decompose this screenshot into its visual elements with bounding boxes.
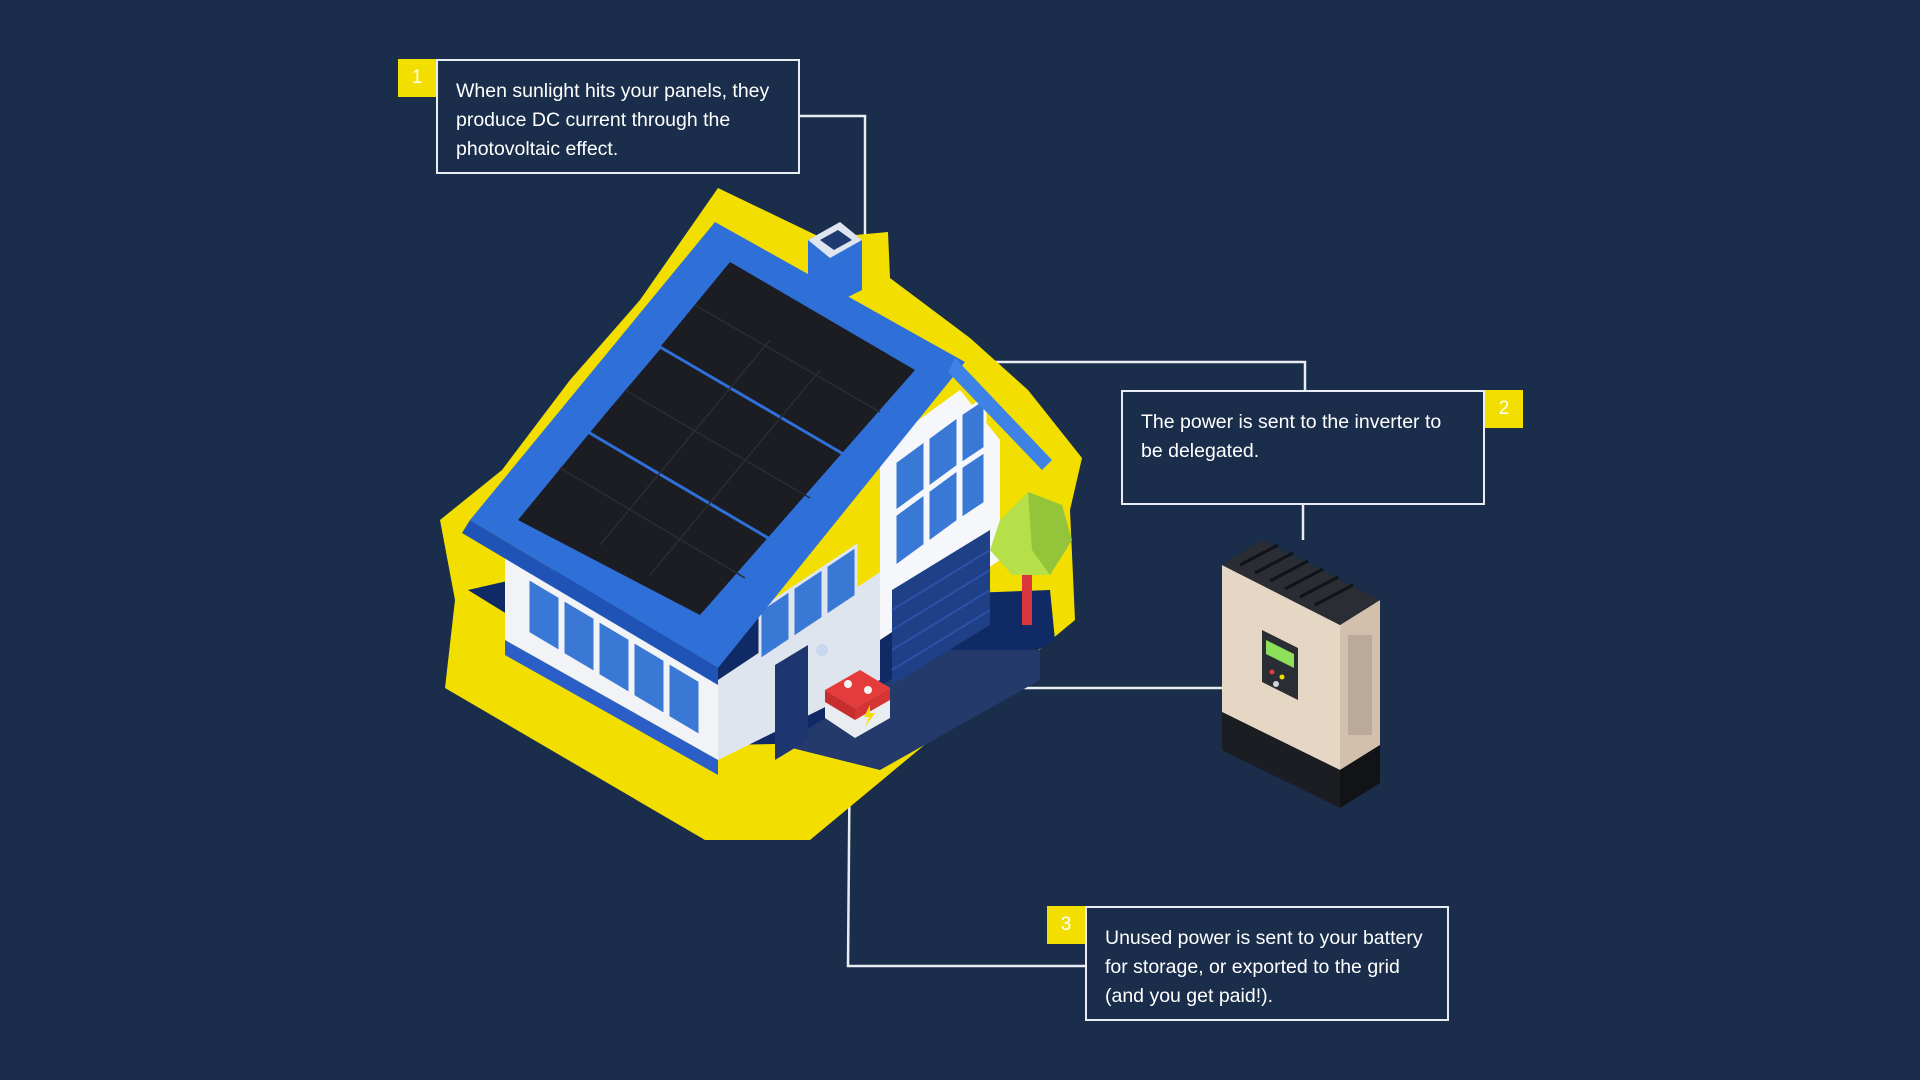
tree-trunk <box>1022 565 1032 625</box>
inverter-side-vent <box>1348 635 1372 735</box>
gable-roof-edge <box>948 358 1052 470</box>
inverter-top <box>1222 540 1380 625</box>
step-1-badge: 1 <box>398 59 436 97</box>
inverter-illustration <box>1222 540 1380 808</box>
solar-panels <box>518 262 915 615</box>
step-1-callout: When sunlight hits your panels, they pro… <box>436 59 800 174</box>
inverter-bottom-side <box>1340 745 1380 808</box>
porch-light <box>816 644 828 656</box>
solar-panel-grid <box>586 345 846 544</box>
inverter-vent-top <box>1239 543 1354 607</box>
front-door <box>775 645 808 760</box>
battery-icon <box>825 670 890 738</box>
step-2-badge: 2 <box>1485 390 1523 428</box>
tree-canopy-shade <box>1028 492 1072 575</box>
garage-door-lines <box>891 549 991 671</box>
roof-edge <box>462 520 718 685</box>
ground-path <box>780 650 1040 770</box>
step-3-badge: 3 <box>1047 906 1085 944</box>
solar-panel-array <box>518 262 915 615</box>
gable-windows <box>893 395 987 570</box>
garage-door <box>892 530 990 685</box>
tree <box>990 492 1072 625</box>
chimney <box>808 222 862 306</box>
house-foundation <box>505 640 718 775</box>
step-3-callout: Unused power is sent to your battery for… <box>1085 906 1449 1021</box>
inverter-bottom <box>1222 712 1340 808</box>
front-windows <box>526 575 702 739</box>
house-illustration <box>440 188 1082 840</box>
solar-panel-cells <box>559 304 881 579</box>
step-3-text: Unused power is sent to your battery for… <box>1105 927 1423 1007</box>
side-windows <box>758 543 858 663</box>
inverter-display <box>1262 630 1298 700</box>
step-2-text: The power is sent to the inverter to be … <box>1141 411 1442 462</box>
step-1-text: When sunlight hits your panels, they pro… <box>456 80 770 160</box>
step-2-callout: The power is sent to the inverter to be … <box>1121 390 1485 505</box>
